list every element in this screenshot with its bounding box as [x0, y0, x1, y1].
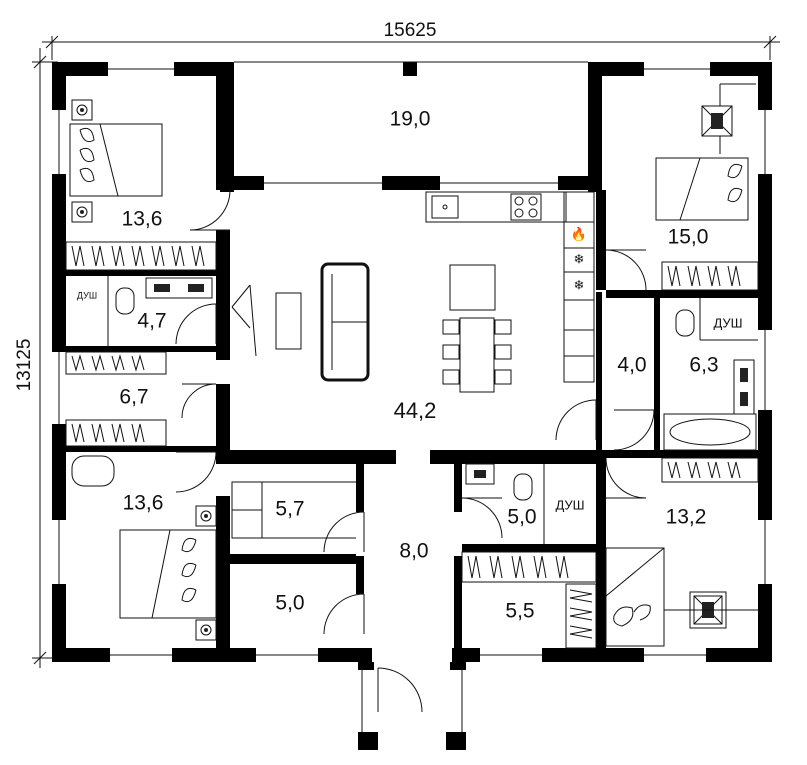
kitchen: 🔥 ❄ ❄ [425, 191, 595, 393]
windows [52, 61, 772, 662]
room-bath-w-label: 4,7 [137, 310, 166, 333]
room-bedroom-sw-label: 13,6 [123, 492, 164, 515]
height-label: 13125 [14, 339, 35, 392]
room-hall-e-label: 4,0 [617, 354, 646, 377]
bedroom-ne-furniture [655, 83, 759, 291]
interior-walls [66, 76, 758, 750]
shower-e-label: ДУШ [713, 315, 742, 330]
room-storage-2-label: 5,0 [275, 592, 304, 615]
living-furniture [275, 262, 370, 382]
bedroom-se-furniture [605, 457, 759, 647]
dimension-height: 13125 [14, 48, 58, 668]
room-corridor-label: 8,0 [399, 540, 428, 563]
bath-e-fixtures: ДУШ [663, 298, 758, 451]
room-closet-c-label: 5,5 [505, 600, 534, 623]
shower-w-label: ДУШ [77, 290, 97, 300]
room-labels: 19,0 13,6 15,0 44,2 4,7 6,7 13,6 4,0 6,3… [119, 108, 718, 623]
room-bath-e-label: 6,3 [689, 354, 718, 377]
room-closet-w-label: 6,7 [119, 386, 148, 409]
fire-icon: 🔥 [571, 226, 587, 241]
room-bedroom-ne-label: 15,0 [668, 226, 709, 249]
room-bedroom-se-label: 13,2 [666, 506, 707, 529]
shower-c-label: ДУШ [555, 497, 584, 512]
bath-c-fixtures: ДУШ [465, 463, 585, 544]
room-bedroom-nw-label: 13,6 [122, 208, 163, 231]
doors [175, 189, 655, 713]
room-bath-c-label: 5,0 [507, 506, 536, 529]
bedroom-nw-furniture [65, 99, 217, 271]
storage-1-fixtures [231, 481, 356, 539]
room-storage-1-label: 5,7 [275, 498, 304, 521]
bedroom-sw-furniture [71, 455, 217, 641]
bath-w-fixtures: ДУШ [77, 276, 213, 346]
dimension-width: 15625 [42, 20, 780, 60]
room-living-label: 44,2 [394, 398, 437, 423]
closet-w-fixtures [65, 351, 167, 447]
closet-c-fixtures [461, 551, 597, 649]
width-label: 15625 [384, 20, 437, 41]
snowflake-icon: ❄ [574, 251, 585, 266]
room-terrace-label: 19,0 [390, 108, 431, 131]
snowflake-icon-2: ❄ [574, 277, 585, 292]
